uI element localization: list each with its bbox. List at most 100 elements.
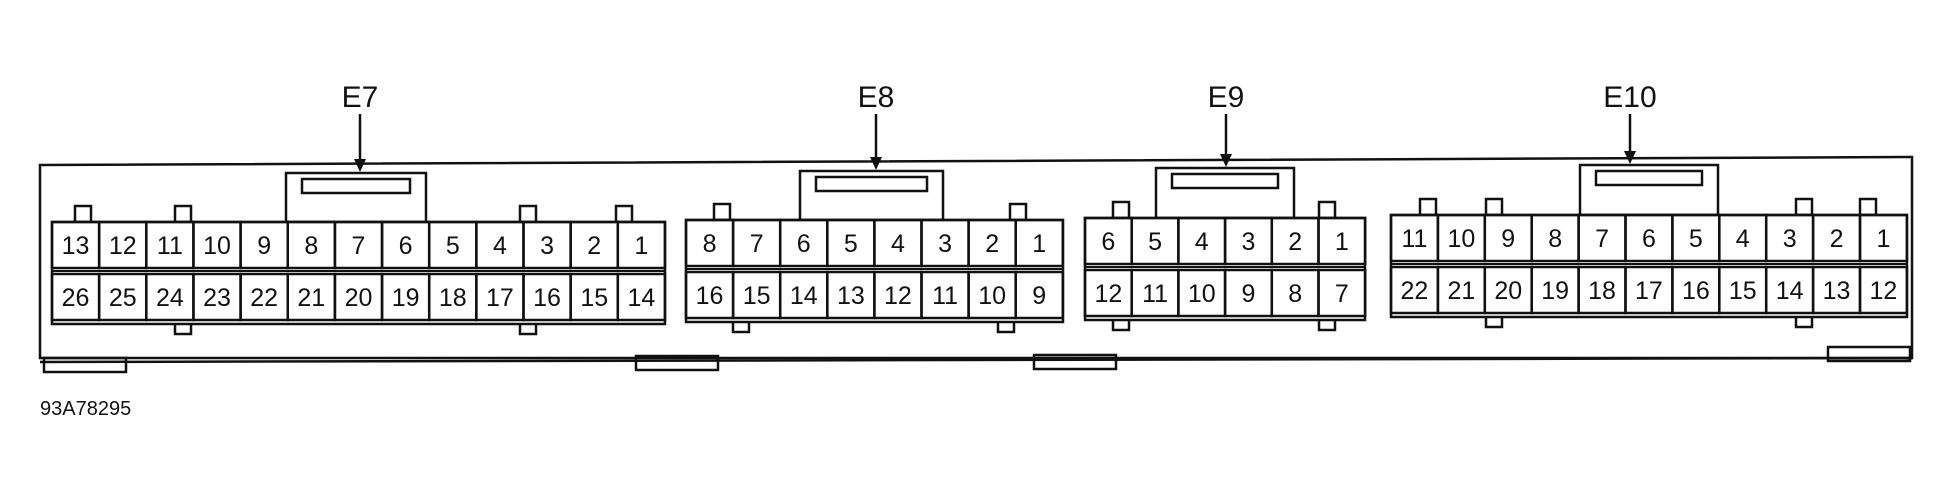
ecu-housing — [38, 155, 1914, 374]
pin-number: 26 — [62, 284, 90, 312]
latch-housing — [284, 171, 428, 224]
latch-housing — [1154, 166, 1296, 220]
locating-post — [614, 204, 634, 224]
latch-housing — [1578, 163, 1720, 217]
pin-number: 7 — [1335, 280, 1349, 308]
pin-cell — [1014, 270, 1065, 320]
pin-number: 14 — [790, 282, 818, 310]
pin-number: 10 — [1447, 225, 1475, 253]
pin-number: 2 — [1830, 225, 1844, 253]
connector-label: E7 — [342, 81, 379, 114]
pin-number: 16 — [696, 282, 724, 310]
pin-number: 16 — [1682, 277, 1710, 305]
pin-number: 16 — [533, 284, 561, 312]
pin-number: 10 — [1188, 280, 1216, 308]
pin-number: 10 — [203, 232, 231, 260]
pin-number: 8 — [304, 232, 318, 260]
pin-cell — [1014, 218, 1065, 268]
pin-number: 5 — [1689, 225, 1703, 253]
pin-number: 15 — [580, 284, 608, 312]
pin-number: 7 — [750, 230, 764, 258]
pin-number: 4 — [493, 232, 507, 260]
pin-number: 20 — [345, 284, 373, 312]
latch-slot — [1594, 169, 1704, 187]
locating-post — [518, 204, 538, 224]
pin-number: 18 — [1588, 277, 1616, 305]
locating-post — [1111, 200, 1131, 220]
locating-post — [1794, 197, 1814, 217]
pin-number: 7 — [352, 232, 366, 260]
pin-cell — [1317, 216, 1367, 266]
pointer-arrowhead — [1220, 154, 1232, 167]
pin-number: 17 — [486, 284, 514, 312]
mounting-foot — [634, 354, 720, 372]
pin-number: 15 — [1729, 277, 1757, 305]
locating-post — [1418, 197, 1438, 217]
pin-number: 2 — [985, 230, 999, 258]
latch-housing — [798, 169, 945, 222]
pin-number: 12 — [1870, 277, 1898, 305]
locating-post — [1008, 202, 1028, 222]
locating-post — [1484, 197, 1504, 217]
locating-post — [173, 204, 193, 224]
pin-number: 2 — [1288, 228, 1302, 256]
pin-number: 25 — [109, 284, 137, 312]
figure-code: 93A78295 — [40, 398, 131, 420]
pin-number: 11 — [932, 282, 958, 310]
mounting-foot — [1826, 345, 1912, 363]
pin-number: 9 — [257, 232, 271, 260]
pin-number: 21 — [1447, 277, 1475, 305]
locating-post — [712, 202, 732, 222]
pin-number: 10 — [978, 282, 1006, 310]
pin-number: 13 — [62, 232, 90, 260]
pin-number: 22 — [1401, 277, 1429, 305]
pin-number: 1 — [634, 232, 648, 260]
pin-number: 13 — [1823, 277, 1851, 305]
pin-number: 9 — [1241, 280, 1255, 308]
pin-number: 6 — [399, 232, 413, 260]
pin-number: 3 — [540, 232, 554, 260]
pin-number: 6 — [797, 230, 811, 258]
pin-number: 7 — [1595, 225, 1609, 253]
connector-label: E8 — [858, 81, 895, 114]
pin-cell — [616, 272, 667, 322]
mounting-foot — [1032, 353, 1118, 371]
pin-number: 20 — [1494, 277, 1522, 305]
connector-label: E10 — [1603, 81, 1656, 114]
pin-cell — [616, 220, 667, 270]
pin-number: 14 — [627, 284, 655, 312]
pin-number: 5 — [844, 230, 858, 258]
pin-number: 6 — [1101, 228, 1115, 256]
pin-number: 3 — [1783, 225, 1797, 253]
pin-number: 13 — [837, 282, 865, 310]
locating-post — [1317, 200, 1337, 220]
pin-number: 2 — [587, 232, 601, 260]
pin-number: 11 — [1401, 225, 1427, 253]
pin-cell — [1858, 265, 1909, 315]
pin-number: 1 — [1876, 225, 1890, 253]
pin-number: 18 — [439, 284, 467, 312]
pin-number: 4 — [1195, 228, 1209, 256]
pin-number: 3 — [1241, 228, 1255, 256]
pin-number: 24 — [156, 284, 184, 312]
pin-number: 11 — [157, 232, 183, 260]
pin-number: 8 — [1548, 225, 1562, 253]
pin-number: 8 — [703, 230, 717, 258]
pin-number: 23 — [203, 284, 231, 312]
pointer-arrowhead — [354, 159, 366, 172]
pin-number: 14 — [1776, 277, 1804, 305]
pin-number: 19 — [392, 284, 420, 312]
pointer-arrowhead — [870, 157, 882, 170]
pin-number: 19 — [1541, 277, 1569, 305]
pin-cell — [1858, 213, 1909, 263]
pin-number: 8 — [1288, 280, 1302, 308]
pin-number: 6 — [1642, 225, 1656, 253]
pin-number: 5 — [1148, 228, 1162, 256]
latch-slot — [1170, 172, 1280, 190]
pin-number: 11 — [1142, 280, 1168, 308]
connector-label: E9 — [1208, 81, 1245, 114]
mounting-foot — [42, 356, 128, 374]
pin-number: 12 — [1094, 280, 1122, 308]
